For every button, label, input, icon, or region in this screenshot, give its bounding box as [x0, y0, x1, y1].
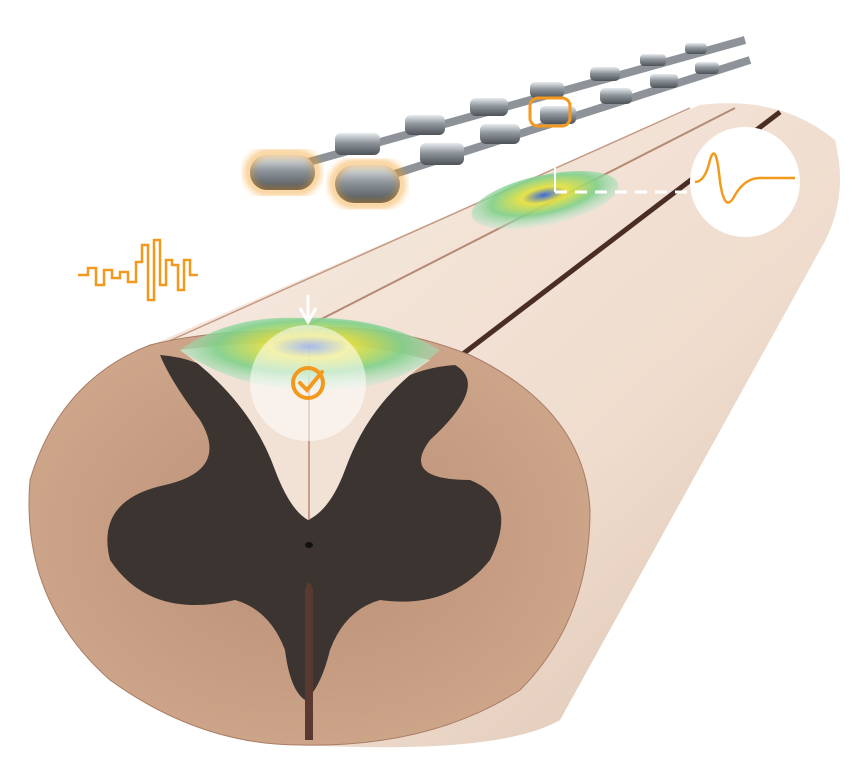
- electrode-lead-icon: [246, 36, 752, 207]
- anterior-median-fissure: [305, 582, 313, 740]
- central-canal: [305, 542, 313, 548]
- surface-line: [159, 107, 691, 346]
- check-circle-icon: [250, 325, 366, 441]
- check-mark: [298, 370, 324, 393]
- stimulation-field-distal: [471, 170, 619, 230]
- evoked-response-waveform-icon: [694, 152, 795, 204]
- stimulation-pulse-waveform-icon: [78, 238, 198, 302]
- down-arrow-icon: [298, 295, 318, 326]
- check-ring: [291, 366, 325, 400]
- grey-matter-butterfly: [107, 355, 502, 700]
